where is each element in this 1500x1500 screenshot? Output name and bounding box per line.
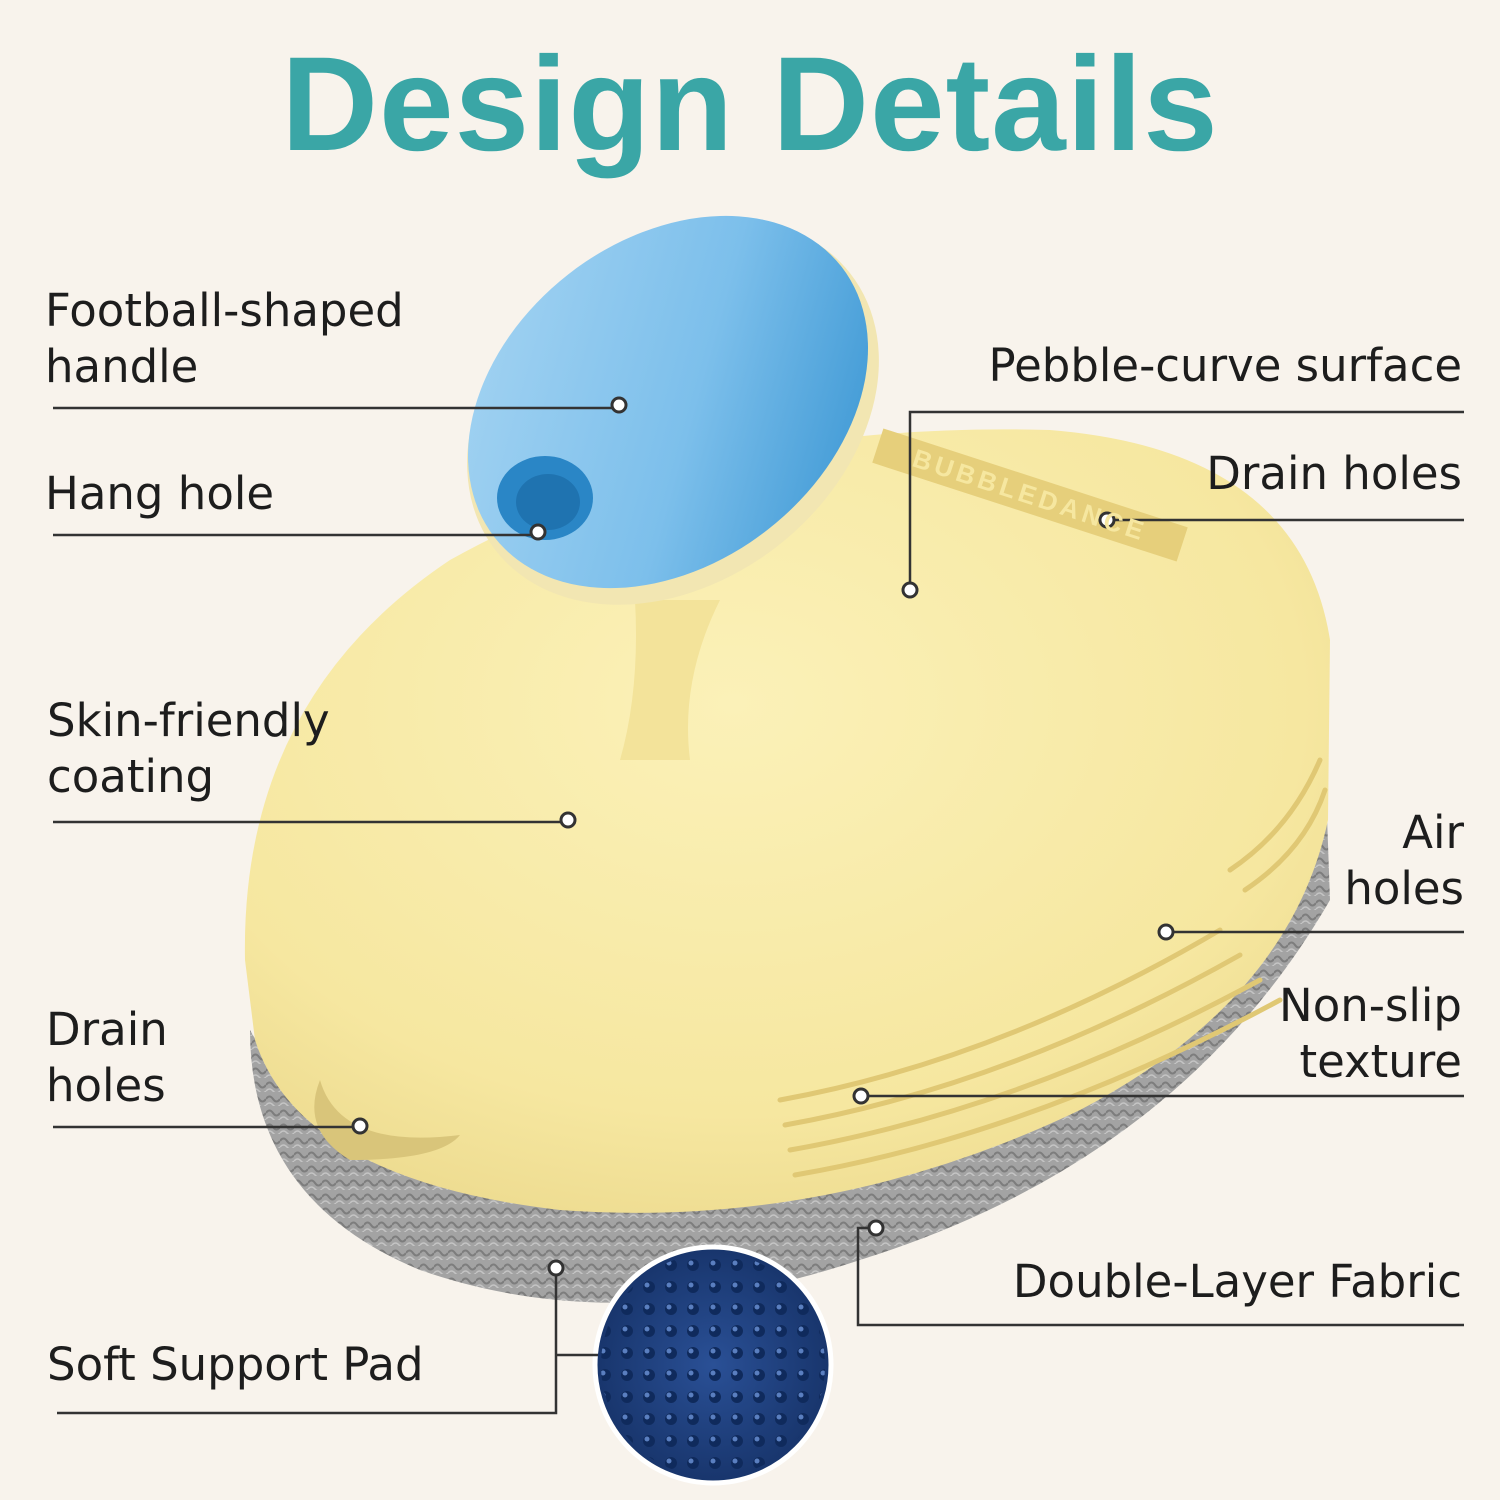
drain-slot-left bbox=[314, 1080, 460, 1160]
label-pebble-surface: Pebble-curve surface bbox=[988, 339, 1462, 392]
fabric-pad bbox=[250, 760, 1330, 1303]
label-drain-holes-right: Drain holes bbox=[1206, 447, 1462, 500]
label-drain-holes-left: Drain holes bbox=[46, 1003, 168, 1112]
football-handle bbox=[467, 215, 879, 605]
leader-dots bbox=[351, 396, 1175, 1277]
label-soft-support-pad: Soft Support Pad bbox=[47, 1338, 424, 1391]
label-non-slip-texture: Non-slip texture bbox=[1279, 979, 1462, 1088]
label-air-holes: Air holes bbox=[1344, 806, 1464, 915]
brush-body bbox=[244, 429, 1330, 1213]
air-holes-vents bbox=[777, 757, 1328, 1178]
non-slip-texture-inset bbox=[592, 1244, 834, 1486]
label-football-handle: Football-shaped handle bbox=[45, 284, 404, 393]
label-hang-hole: Hang hole bbox=[45, 467, 275, 520]
label-skin-friendly: Skin-friendly coating bbox=[47, 694, 330, 803]
leader-lines bbox=[53, 406, 1464, 1415]
page-title: Design Details bbox=[281, 30, 1219, 179]
label-double-layer-fabric: Double-Layer Fabric bbox=[1012, 1255, 1462, 1308]
handle-stem bbox=[620, 600, 720, 760]
